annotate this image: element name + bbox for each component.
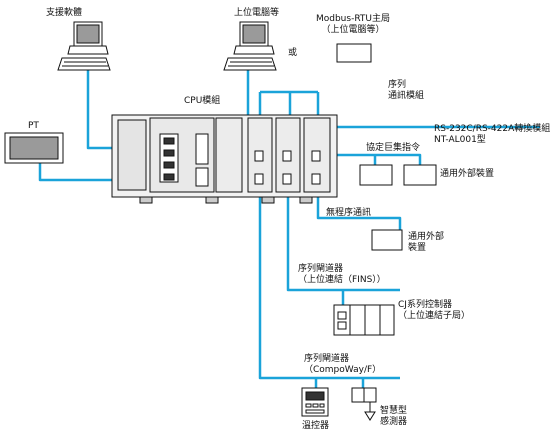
label-modbus-master: Modbus-RTU主局 （上位電腦等） xyxy=(308,14,398,36)
smart-sensor-line1: 智慧型 xyxy=(380,406,408,416)
pt-terminal xyxy=(4,132,64,164)
link-protocol-macro xyxy=(320,153,422,165)
label-temp-controller: 溫控器 xyxy=(302,421,330,431)
label-gateway-fins: 序列閘道器 （上位連結（FINS）） xyxy=(298,264,386,286)
smart-sensor xyxy=(351,387,377,421)
plc-rack xyxy=(111,114,338,204)
serial-comm-line1: 序列 xyxy=(388,80,407,90)
label-serial-comm-unit: 序列 通訊模組 xyxy=(388,80,424,102)
link-gateway-compo xyxy=(258,185,400,380)
label-general-device-2: 通用外部 裝置 xyxy=(408,232,444,254)
cj-controller-line2: （上位連結子局） xyxy=(398,311,471,321)
modbus-line2: （上位電腦等） xyxy=(321,25,385,35)
label-pt: PT xyxy=(28,121,39,131)
general-device-box-b xyxy=(403,164,437,186)
general-device-box-a xyxy=(359,164,393,186)
gateway-fins-line1: 序列閘道器 xyxy=(298,264,344,274)
label-cj-controller: CJ系列控制器 （上位連結子局） xyxy=(398,300,470,322)
link-no-protocol xyxy=(316,185,402,230)
link-gateway-fins xyxy=(286,185,400,292)
gateway-compo-line1: 序列閘道器 xyxy=(304,354,350,364)
label-converter: RS-232C/RS-422A轉換模組 NT-AL001型 xyxy=(434,124,550,146)
converter-line2: NT-AL001型 xyxy=(434,135,486,145)
modbus-master-box xyxy=(336,43,372,63)
label-no-protocol: 無程序通訊 xyxy=(326,208,372,218)
general-device2-line2: 裝置 xyxy=(408,243,427,253)
label-smart-sensor: 智慧型 感測器 xyxy=(380,406,407,428)
smart-sensor-line2: 感測器 xyxy=(380,417,408,427)
serial-comm-line2: 通訊模組 xyxy=(388,91,425,101)
label-gateway-compoway: 序列閘道器 （CompoWay/F） xyxy=(304,354,381,376)
temperature-controller xyxy=(301,387,329,417)
converter-line1: RS-232C/RS-422A轉換模組 xyxy=(434,124,551,134)
label-cpu-unit: CPU模組 xyxy=(184,96,221,106)
label-protocol-macro: 協定巨集指令 xyxy=(366,143,421,153)
label-host-pc: 上位電腦等 xyxy=(234,8,280,18)
general-device2-line1: 通用外部 xyxy=(408,232,445,242)
support-software-pc xyxy=(57,21,111,71)
modbus-line1: Modbus-RTU主局 xyxy=(315,14,391,24)
cj-controller xyxy=(333,304,395,336)
cj-controller-line1: CJ系列控制器 xyxy=(398,300,452,310)
gateway-fins-line2: （上位連結（FINS）） xyxy=(298,275,386,285)
label-support-software: 支援軟體 xyxy=(46,8,83,18)
label-or: 或 xyxy=(288,48,298,58)
host-pc xyxy=(223,21,277,71)
general-device-box-c xyxy=(371,229,403,251)
gateway-compo-line2: （CompoWay/F） xyxy=(304,365,382,375)
label-general-device: 通用外部裝置 xyxy=(440,169,495,179)
